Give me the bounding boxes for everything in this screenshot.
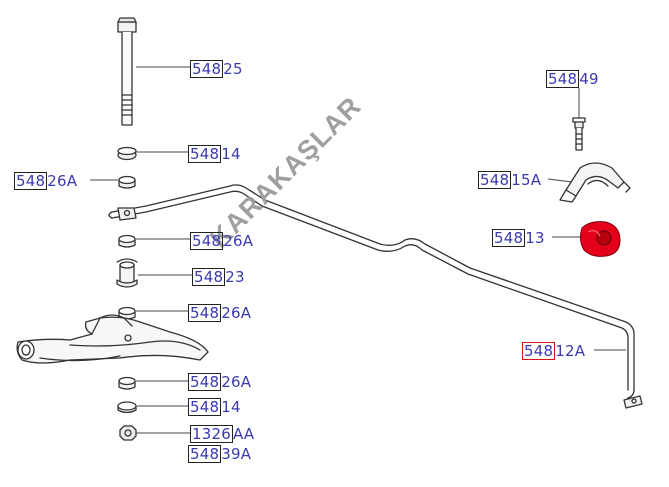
- stabilizer-bushing-red: [579, 221, 621, 257]
- callout-suffix: 39A: [221, 445, 252, 463]
- clamp-bracket: [559, 162, 631, 203]
- callout-suffix: 13: [525, 229, 545, 247]
- nut: [119, 425, 137, 441]
- callout-box: 548: [188, 398, 222, 416]
- bushing-1: [118, 175, 136, 189]
- callout-box: 548: [492, 229, 526, 247]
- callout-suffix: 26A: [221, 304, 252, 322]
- callout-box: 548: [188, 304, 222, 322]
- callout-suffix: 49: [579, 70, 599, 88]
- callout-suffix: 26A: [47, 172, 78, 190]
- callout-box: 548: [478, 171, 512, 189]
- callout-suffix: 26A: [221, 373, 252, 391]
- callout-box: 548: [522, 342, 556, 360]
- callout-box: 548: [188, 445, 222, 463]
- callout-box: 1326: [190, 425, 233, 443]
- callout-suffix: 14: [221, 398, 241, 416]
- callout-box: 548: [14, 172, 48, 190]
- callout-box: 548: [546, 70, 580, 88]
- callout-suffix: 15A: [511, 171, 542, 189]
- callout-suffix: 12A: [555, 342, 586, 360]
- callout-box: 548: [190, 60, 224, 78]
- bushing-4: [118, 376, 136, 390]
- callout-box: 548: [188, 145, 222, 163]
- spacer-sleeve: [116, 258, 138, 288]
- callout-suffix: 25: [223, 60, 243, 78]
- callout-box: 548: [188, 373, 222, 391]
- callout-suffix: 14: [221, 145, 241, 163]
- callout-box: 548: [190, 232, 224, 250]
- lower-control-arm: [16, 314, 209, 364]
- bushing-2: [118, 234, 136, 248]
- callout-suffix: AA: [232, 425, 255, 443]
- callout-box: 548: [192, 268, 226, 286]
- washer-2: [117, 401, 137, 414]
- clamp-bolt: [572, 117, 586, 151]
- callout-suffix: 26A: [223, 232, 254, 250]
- long-bolt: [117, 17, 137, 126]
- callout-suffix: 23: [225, 268, 245, 286]
- stabilizer-bar: [108, 184, 643, 409]
